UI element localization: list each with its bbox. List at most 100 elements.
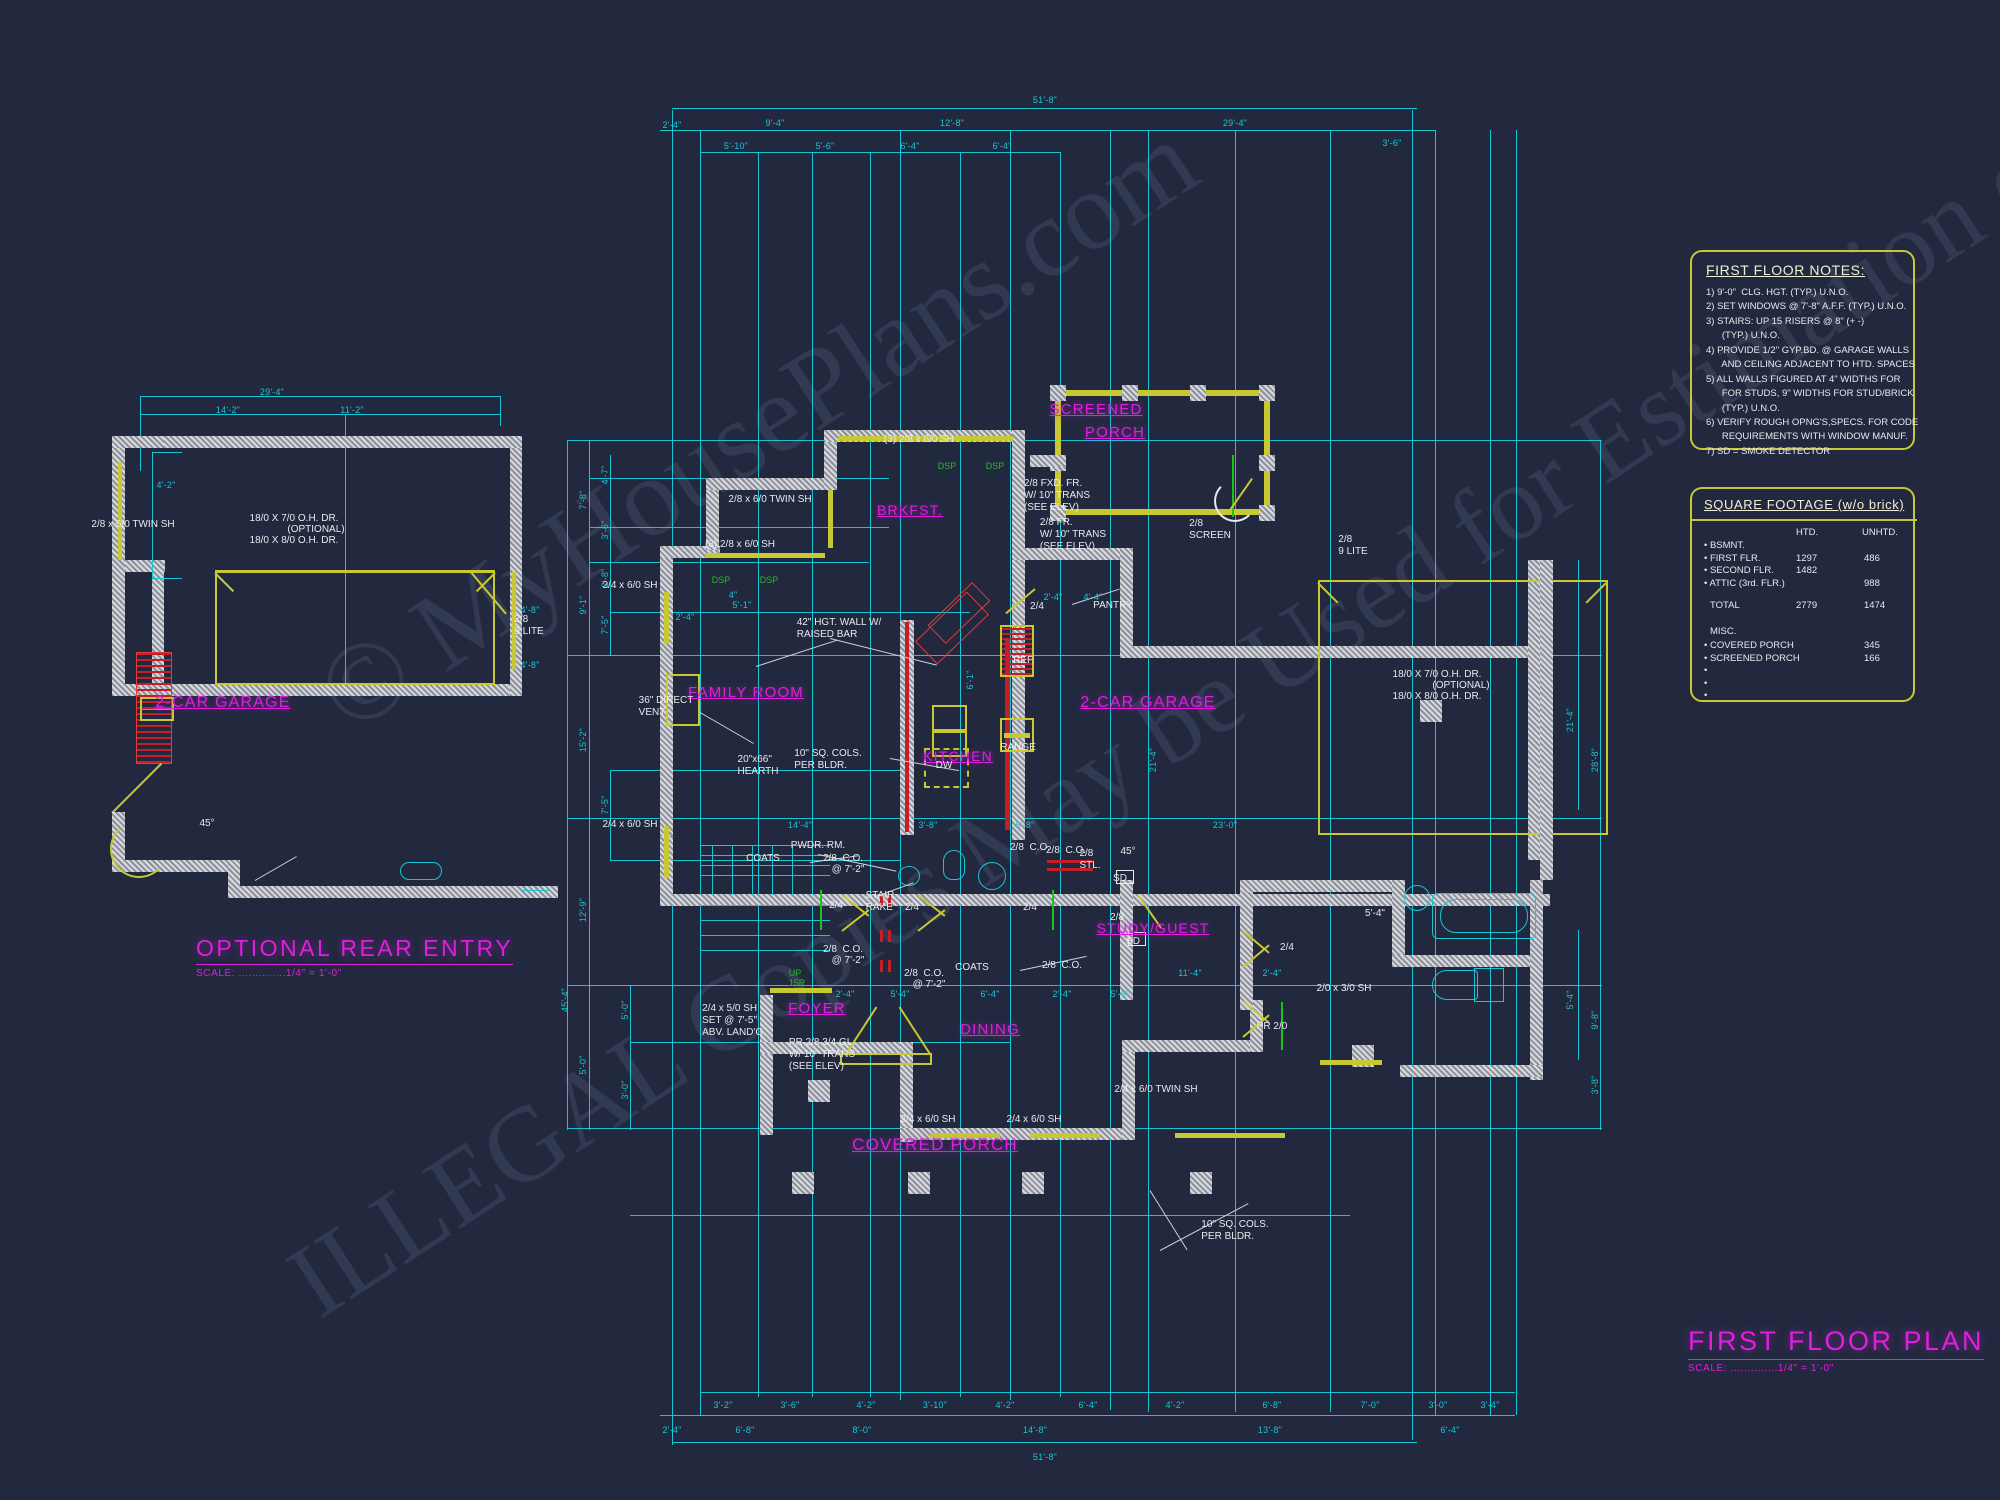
dimension-bottom_row1-7: 6'-8" — [1262, 1400, 1282, 1410]
annotation-28: @ 7'-2" — [831, 864, 865, 875]
sqft-misc-label-0: • COVERED PORCH — [1704, 640, 1794, 651]
dimension-bottom_row1-6: 4'-2" — [1165, 1400, 1185, 1410]
annotation-20: RANGE — [1000, 742, 1036, 753]
main-title-text: FIRST FLOOR PLAN — [1688, 1326, 1985, 1356]
annotation-61: DSP — [985, 461, 1005, 471]
annotation-35: 2/8 C.O. — [1045, 845, 1087, 856]
dimension-bottom_row1-0: 3'-2" — [713, 1400, 733, 1410]
annotation-18: 10" SQ. COLS. PER BLDR. — [794, 748, 862, 771]
annotation-12: 2/8 FXD. FR. W/ 10" TRANS (SEE ELEV) — [1023, 478, 1091, 513]
dimension-left_vertical-3: 15'-2" — [578, 727, 588, 753]
sqft-row-htd-2: 1482 — [1796, 565, 1818, 576]
annotation-57: 18/0 X 8/0 O.H. DR. — [1392, 691, 1482, 702]
dimension-interior-5: 11'-4" — [1178, 968, 1202, 978]
dimension-left_vertical-8: 2'-8" — [600, 568, 610, 588]
sqft-total-htd: 2779 — [1796, 600, 1818, 611]
sqft-row-label-3: • ATTIC (3rd. FLR.) — [1704, 577, 1785, 589]
room-label-foyer: FOYER — [788, 1000, 846, 1017]
annotation-15: 42" HGT. WALL W/ RAISED BAR — [796, 617, 882, 640]
rear-title-text: OPTIONAL REAR ENTRY — [196, 935, 514, 961]
sqft-total-label: TOTAL — [1710, 600, 1740, 611]
annotation-5: 2/8 9 LITE — [514, 614, 544, 637]
annotation-26: COATS — [955, 962, 989, 973]
dimension-bottom_row1-5: 6'-4" — [1078, 1400, 1098, 1410]
annotation-30: @ 7'-2" — [831, 955, 865, 966]
annotation-4: 45° — [199, 818, 215, 829]
annotation-23: 2/4 — [1030, 601, 1044, 612]
dimension-top_row2-2: 12'-8" — [939, 118, 965, 128]
annotation-21: DW — [935, 760, 953, 771]
annotation-32: @ 7'-2" — [912, 979, 946, 990]
annotation-56: (OPTIONAL) — [1432, 680, 1490, 691]
dimension-interior-8: 5'-4" — [890, 989, 910, 999]
dimension-rear_top-2: 11'-2" — [340, 405, 364, 415]
annotation-6: 2/8 9 LITE — [1338, 534, 1368, 557]
annotation-13: 2/8 FR. W/ 10" TRANS (SEE ELEV) — [1039, 517, 1107, 552]
dimension-left_vertical-1: 7'-8" — [578, 490, 588, 510]
dimension-top_row2-4: 3'-6" — [1382, 138, 1402, 148]
dimension-bottom_row2-3: 14'-8" — [1022, 1425, 1048, 1435]
dimension-top_row2-1: 9'-4" — [765, 118, 785, 128]
annotation-46: PR 2/0 — [1256, 1021, 1288, 1032]
annotation-54: 10" SQ. COLS. PER BLDR. — [1201, 1219, 1269, 1242]
dimension-bottom_row1-1: 3'-6" — [780, 1400, 800, 1410]
annotation-14: 2/8 SCREEN — [1189, 518, 1231, 541]
annotation-55: 18/0 X 7/0 O.H. DR. — [1392, 669, 1482, 680]
room-label-study-guest: STUDY/GUEST — [1096, 920, 1210, 936]
annotation-1: 18/0 X 7/0 O.H. DR. — [249, 513, 339, 524]
dimension-rear_top-1: 14'-2" — [215, 405, 241, 415]
annotation-8: 2/8 x 6/0 TWIN SH — [728, 494, 812, 505]
dimension-bottom_row2-2: 8'-0" — [852, 1425, 872, 1435]
annotation-39: 2/4 — [1023, 902, 1037, 913]
notes-panel-header: FIRST FLOOR NOTES: — [1706, 262, 1866, 278]
annotation-53: 2/4 x 6/0 TWIN SH — [1114, 1084, 1198, 1095]
annotation-10: 2/4 x 6/0 SH — [602, 580, 658, 591]
dimension-interior-0: 14'-4" — [787, 820, 813, 830]
dimension-interior-15: 2'-4" — [675, 612, 695, 622]
dimension-top_row3-3: 6'-4" — [992, 141, 1012, 151]
annotation-3: 18/0 X 8/0 O.H. DR. — [249, 535, 339, 546]
annotation-58: DSP — [711, 575, 731, 585]
main-title-scale: SCALE: ..............1/4" = 1'-0" — [1688, 1363, 1834, 1374]
dimension-left_vertical-0: 45'-4" — [560, 987, 570, 1013]
dimension-interior-17: 4" — [728, 590, 738, 600]
sqft-misc-label-2: • — [1704, 665, 1708, 676]
dimension-left_vertical-5: 5'-0" — [578, 1055, 588, 1075]
annotation-11: 2/4 x 6/0 SH — [602, 819, 658, 830]
annotation-25: COATS — [746, 853, 780, 864]
sqft-row-label-2: • SECOND FLR. — [1704, 565, 1774, 576]
dimension-bottom_row1-2: 4'-2" — [856, 1400, 876, 1410]
dimension-right_vertical-0: 28'-8" — [1590, 747, 1600, 773]
dimension-bottom_row2-0: 2'-4" — [662, 1425, 682, 1435]
dimension-left_vertical-4: 12'-9" — [578, 897, 588, 923]
dimension-top_row2-3: 29'-4" — [1222, 118, 1248, 128]
dimension-bottom_row1-8: 7'-0" — [1360, 1400, 1380, 1410]
dimension-rear_left-1: 4'-8" — [520, 605, 540, 615]
dimension-left_vertical-9: 7'-5" — [600, 615, 610, 635]
sqft-misc-label-1: • SCREENED PORCH — [1704, 652, 1800, 664]
sqft-row-unhtd-1: 486 — [1864, 552, 1880, 564]
annotation-59: DSP — [759, 575, 779, 585]
dimension-left_vertical-2: 9'-1" — [578, 595, 588, 615]
dimension-interior-7: 2'-4" — [835, 989, 855, 999]
dimension-top_row1-0: 51'-8" — [1032, 95, 1058, 105]
sqft-misc-label-3: • — [1704, 677, 1708, 689]
annotation-42: 45° — [1120, 846, 1136, 857]
annotation-43: SD — [1126, 936, 1140, 947]
room-label-covered-porch: COVERED PORCH — [852, 1135, 1018, 1154]
annotation-49: 2/4 x 5/0 SH SET @ 7'-5" ABV. LAND'G. — [702, 1003, 766, 1038]
square-footage-panel: SQUARE FOOTAGE (w/o brick) HTD.UNHTD.• B… — [1690, 487, 1917, 702]
dimension-interior-1: 3'-8" — [918, 820, 938, 830]
dimension-rear_top-0: 29'-4" — [259, 387, 285, 397]
dimension-rear_left-0: 4'-2" — [156, 480, 176, 490]
annotation-0: 2/8 x 6/0 TWIN SH — [91, 519, 175, 530]
dimension-left_vertical-11: 3'-0" — [620, 1080, 630, 1100]
sqft-row-label-1: • FIRST FLR. — [1704, 552, 1761, 564]
dimension-interior-10: 2'-4" — [1052, 989, 1072, 999]
first-floor-notes-panel: FIRST FLOOR NOTES: 1) 9'-0" CLG. HGT. (T… — [1690, 250, 1918, 457]
annotation-51: 2/4 x 6/0 SH — [900, 1114, 956, 1125]
annotation-62: UP 15R — [788, 968, 806, 988]
annotation-16: 36" DIRECT VENT — [638, 695, 694, 718]
sqft-row-label-0: • BSMNT. — [1704, 540, 1745, 551]
